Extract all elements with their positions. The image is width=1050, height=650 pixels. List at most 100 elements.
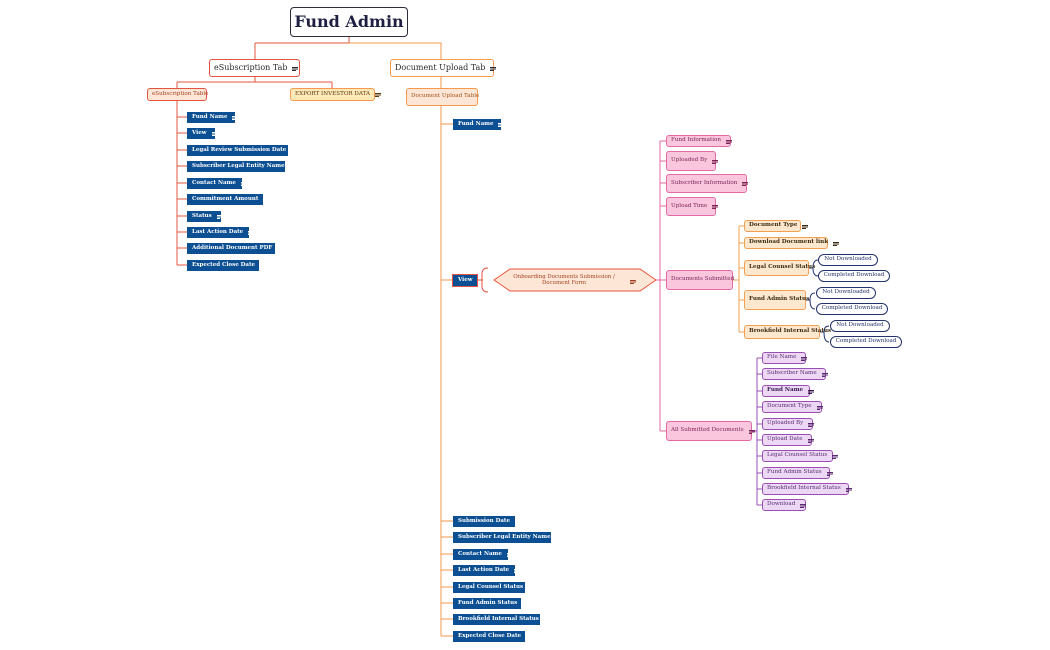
notes-icon[interactable] <box>259 264 266 268</box>
esubscription-table-node[interactable]: eSubscription Table <box>147 88 208 101</box>
notes-icon[interactable] <box>748 429 755 434</box>
notes-icon[interactable] <box>555 536 562 540</box>
notes-icon[interactable] <box>292 66 299 71</box>
export-investor-data-node[interactable]: EXPORT INVESTOR DATA <box>290 88 382 101</box>
all-submitted-item[interactable]: Document Type <box>762 401 823 413</box>
notes-icon[interactable] <box>211 132 218 136</box>
notes-icon[interactable] <box>742 182 749 186</box>
notes-icon[interactable] <box>726 139 733 144</box>
form-field-node[interactable]: Uploaded By <box>666 151 719 171</box>
all-submitted-item[interactable]: Fund Admin Status <box>762 467 833 479</box>
documents-submitted-item[interactable]: Brookfield Internal Status <box>744 325 831 339</box>
documents-submitted-item[interactable]: Legal Counsel Status <box>744 260 815 276</box>
notes-icon[interactable] <box>801 356 808 361</box>
status-option-completed-download[interactable]: Completed Download <box>818 270 890 282</box>
doc-view-node[interactable]: View <box>452 274 478 287</box>
esub-column-node[interactable]: Fund Name <box>187 112 239 123</box>
documents-submitted-item[interactable]: Download Document link <box>744 237 840 249</box>
notes-icon[interactable] <box>490 66 497 71</box>
documents-submitted-item[interactable]: Document Type <box>744 220 809 232</box>
document-upload-tab-node[interactable]: Document Upload Tab <box>390 59 497 77</box>
esub-column-node[interactable]: View <box>187 128 218 139</box>
root-node[interactable]: Fund Admin <box>290 7 408 37</box>
esub-column-node[interactable]: Expected Close Date <box>187 260 266 271</box>
esub-column-node[interactable]: Additional Document PDF <box>187 243 284 254</box>
notes-icon[interactable] <box>833 241 840 246</box>
form-field-node[interactable]: All Submitted Documents <box>666 421 755 441</box>
notes-icon[interactable] <box>248 231 255 235</box>
esub-column-node[interactable]: Commitment Amount <box>187 194 270 205</box>
all-submitted-item[interactable]: Upload Date <box>762 434 814 446</box>
esub-column-node[interactable]: Status <box>187 211 223 222</box>
esub-column-node[interactable]: Contact Name <box>187 178 247 189</box>
column-label: Subscriber Legal Entity Name <box>192 162 285 169</box>
notes-icon[interactable] <box>514 569 521 573</box>
column-label: Submission Date <box>458 517 510 524</box>
all-submitted-item[interactable]: Download <box>762 499 807 511</box>
all-submitted-item[interactable]: File Name <box>762 352 808 364</box>
status-option-not-downloaded[interactable]: Not Downloaded <box>830 320 890 332</box>
doc-column-node[interactable]: Brookfield Internal Status <box>453 614 550 625</box>
status-option-not-downloaded[interactable]: Not Downloaded <box>816 287 876 299</box>
notes-icon[interactable] <box>216 215 223 219</box>
column-label: Brookfield Internal Status <box>458 615 539 622</box>
doc-column-node[interactable]: Contact Name <box>453 549 513 560</box>
notes-icon[interactable] <box>808 422 815 427</box>
all-submitted-item[interactable]: Subscriber Name <box>762 368 828 380</box>
status-option-completed-download[interactable]: Completed Download <box>816 303 888 315</box>
esub-column-node[interactable]: Last Action Date <box>187 227 255 238</box>
all-submitted-item[interactable]: Brookfield Internal Status <box>762 483 852 495</box>
notes-icon[interactable] <box>712 205 719 209</box>
notes-icon[interactable] <box>528 586 535 590</box>
notes-icon[interactable] <box>522 602 529 606</box>
notes-icon[interactable] <box>240 182 247 186</box>
doc-column-node[interactable]: Legal Counsel Status <box>453 582 535 593</box>
notes-icon[interactable] <box>807 438 814 443</box>
esub-column-node[interactable]: Legal Review Submission Date <box>187 145 298 156</box>
column-label: Expected Close Date <box>192 261 255 268</box>
notes-icon[interactable] <box>289 165 296 169</box>
notes-icon[interactable] <box>375 93 382 97</box>
form-node-label[interactable]: Onboarding Documents Submission / Docume… <box>513 274 615 287</box>
status-option-completed-download[interactable]: Completed Download <box>830 336 902 348</box>
notes-icon[interactable] <box>802 224 809 229</box>
doc-column-node[interactable]: Expected Close Date <box>453 631 532 642</box>
notes-icon[interactable] <box>506 553 513 557</box>
notes-icon[interactable] <box>277 247 284 251</box>
notes-icon[interactable] <box>263 198 270 202</box>
all-submitted-item[interactable]: Fund Name <box>762 385 815 397</box>
status-option-not-downloaded[interactable]: Not Downloaded <box>818 254 878 266</box>
documents-submitted-item[interactable]: Fund Admin Status <box>744 290 809 310</box>
esub-column-node[interactable]: Subscriber Legal Entity Name <box>187 161 296 172</box>
esubscription-tab-node[interactable]: eSubscription Tab <box>209 59 300 77</box>
notes-icon[interactable] <box>232 116 239 120</box>
notes-icon[interactable] <box>291 149 298 153</box>
notes-icon[interactable] <box>514 520 521 524</box>
doc-column-node[interactable]: Subscriber Legal Entity Name <box>453 532 562 543</box>
doc-column-node[interactable]: Fund Admin Status <box>453 598 529 609</box>
notes-icon[interactable] <box>630 279 636 284</box>
form-field-node[interactable]: Fund Information <box>666 135 733 147</box>
form-field-node[interactable]: Documents Submitted <box>666 270 734 290</box>
doc-column-node[interactable]: Submission Date <box>453 516 521 527</box>
notes-icon[interactable] <box>712 159 719 164</box>
notes-icon[interactable] <box>808 389 815 394</box>
notes-icon[interactable] <box>543 618 550 622</box>
notes-icon[interactable] <box>498 123 505 127</box>
doc-column-node[interactable]: Last Action Date <box>453 565 521 576</box>
notes-icon[interactable] <box>832 454 839 459</box>
form-field-node[interactable]: Upload Time <box>666 197 719 216</box>
notes-icon[interactable] <box>826 471 833 476</box>
notes-icon[interactable] <box>816 405 823 410</box>
notes-icon[interactable] <box>821 372 828 377</box>
form-field-node[interactable]: Subscriber Information <box>666 174 749 193</box>
all-submitted-item[interactable]: Uploaded By <box>762 418 815 430</box>
notes-icon[interactable] <box>845 487 852 492</box>
doc-column-node[interactable]: Fund Name <box>453 119 505 130</box>
all-submitted-item[interactable]: Legal Counsel Status <box>762 450 839 462</box>
column-label: Legal Review Submission Date <box>192 146 287 153</box>
document-upload-table-node[interactable]: Document Upload Table <box>406 88 479 106</box>
notes-icon[interactable] <box>800 503 807 508</box>
notes-icon[interactable] <box>525 635 532 639</box>
